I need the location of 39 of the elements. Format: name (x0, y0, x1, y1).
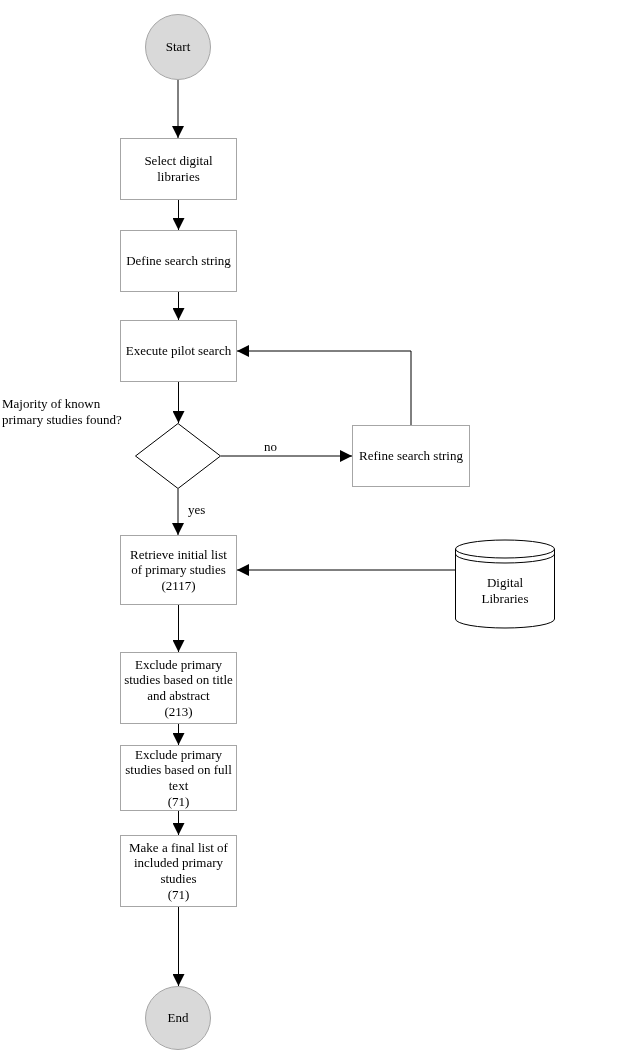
arrow (236, 564, 456, 576)
arrow (172, 723, 185, 746)
terminal-circle (145, 986, 211, 1050)
process-box (120, 652, 237, 724)
terminal-circle (145, 14, 211, 80)
node-text: (213) (164, 703, 193, 720)
process-box (120, 320, 237, 382)
node-text: Refine search string (359, 448, 463, 464)
node-text: Exclude primary studies based on title and abstract (124, 656, 233, 704)
arrow (172, 906, 185, 987)
arrow (172, 488, 184, 536)
arrow (220, 450, 353, 462)
arrow (172, 604, 185, 653)
process-box (120, 230, 237, 292)
node-text: Define search string (126, 253, 231, 269)
node-text: End (167, 1010, 189, 1026)
process-box (120, 835, 237, 907)
decision-question: Majority of known primary studies found? (2, 396, 123, 429)
arrow (236, 345, 412, 426)
node-text: Retrieve initial list of primary studies (129, 546, 228, 578)
node-text: Digital Libraries (480, 575, 530, 607)
node-text: Execute pilot search (125, 343, 232, 359)
node-text: Exclude primary studies based on full text (124, 746, 233, 794)
arrow (172, 291, 185, 321)
node-text: Make a final list of included primary studies (128, 839, 229, 887)
arrow (172, 381, 185, 424)
node-text: (2117) (161, 577, 196, 594)
node-text: (71) (167, 886, 190, 903)
node-text: Start (165, 39, 191, 55)
arrow (172, 199, 185, 231)
arrow (172, 810, 185, 836)
process-box (120, 535, 237, 605)
process-box (352, 425, 470, 487)
node-text: (71) (167, 793, 190, 810)
node-text: Select digital libraries (143, 153, 214, 185)
arrow (172, 79, 184, 139)
database-cylinder (455, 540, 555, 628)
process-box (120, 745, 237, 811)
process-box (120, 138, 237, 200)
